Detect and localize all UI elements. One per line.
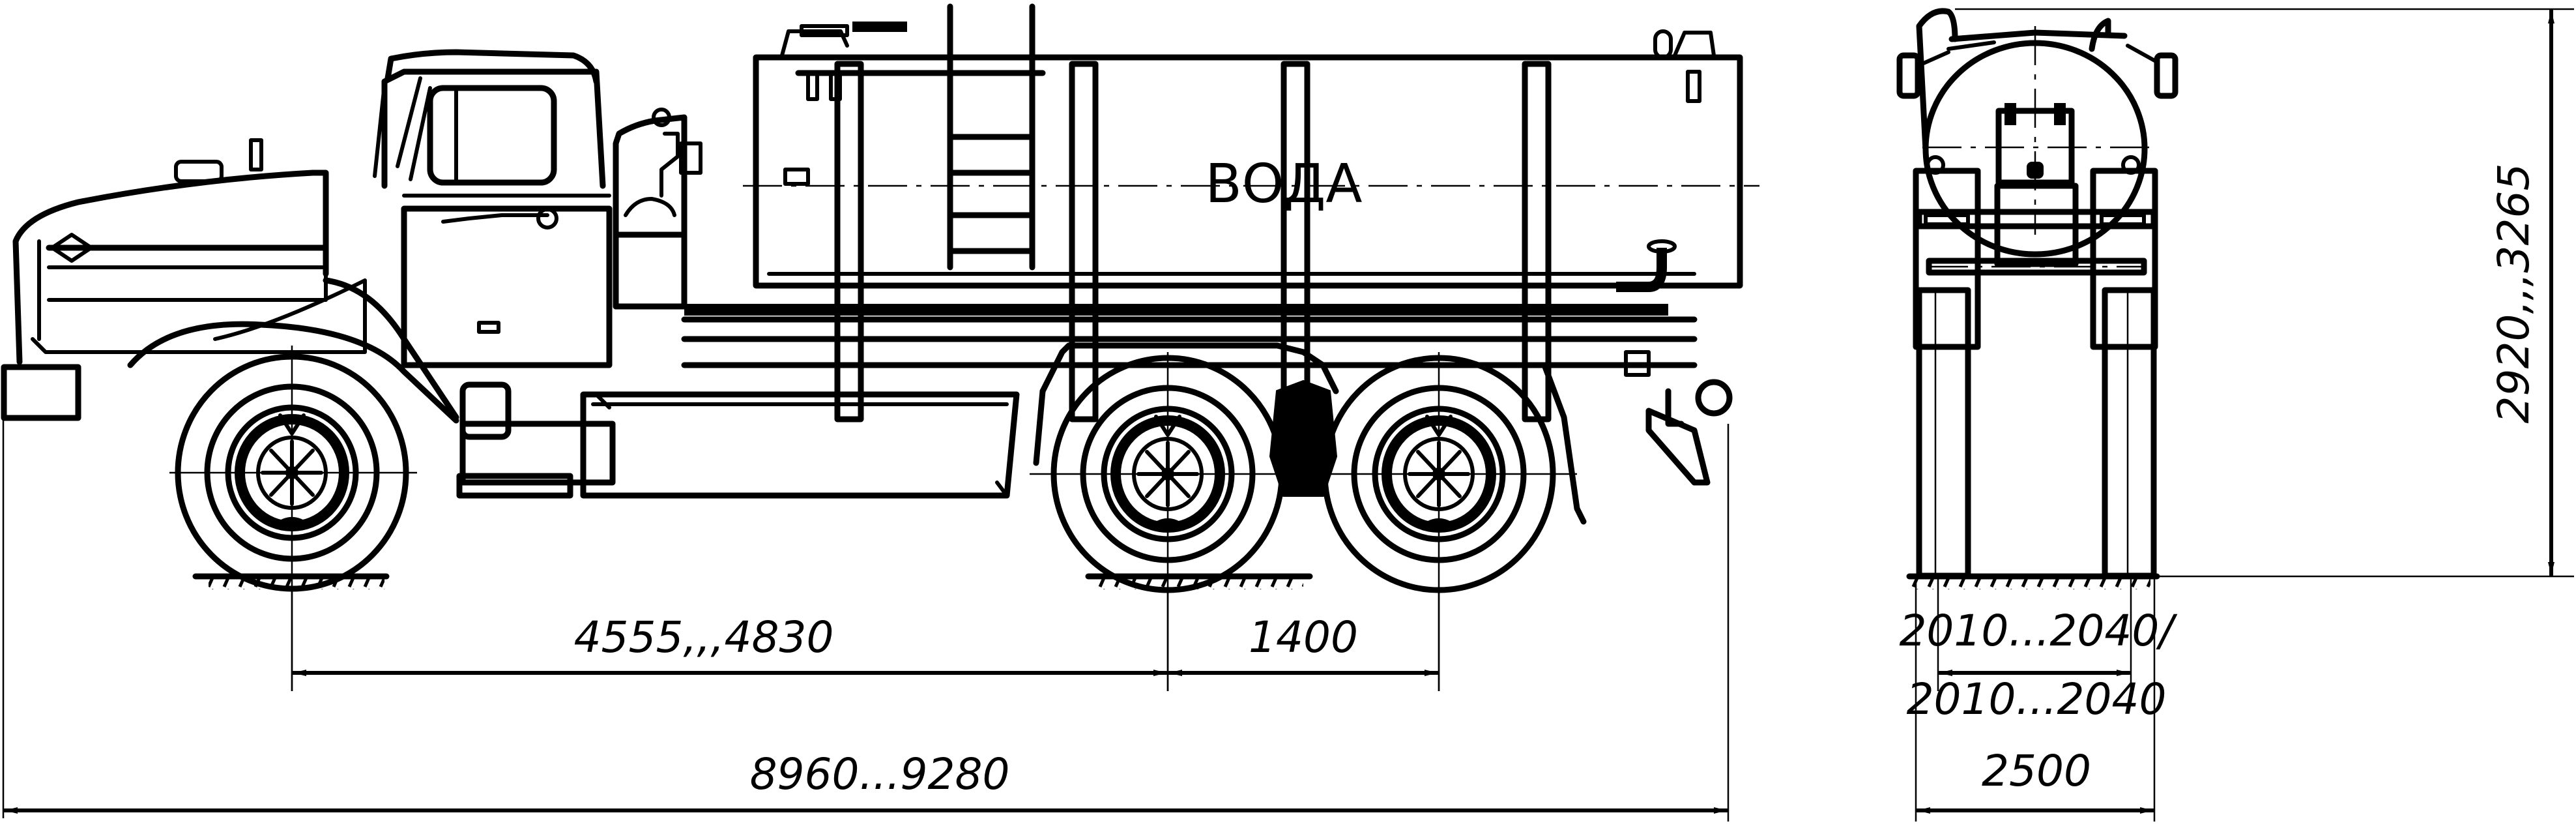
tank-ladder	[947, 3, 1035, 271]
tandem-suspension	[1269, 379, 1338, 497]
pump-equipment	[613, 108, 702, 310]
cab-door	[401, 205, 613, 368]
dim-track-rear: 2010...2040	[1907, 674, 2167, 724]
mirror-right	[2154, 52, 2178, 99]
hood	[12, 170, 329, 365]
cab-step	[456, 473, 573, 499]
dim-overall-height: 2920,,,3265	[2489, 164, 2539, 424]
water-tank: ВОДА	[743, 54, 1759, 289]
cab-window	[427, 85, 557, 186]
rear-view	[1896, 8, 2178, 589]
grille-emblem	[50, 233, 93, 263]
side-view: ВОДА	[1, 3, 1759, 818]
outlet-pipe	[1616, 248, 1667, 292]
dim-overall-length: 8960...9280	[750, 749, 1010, 799]
rear-tire-right	[2102, 287, 2157, 579]
dim-track-front: 2010...2040/	[1899, 606, 2178, 656]
front-fender	[127, 321, 459, 424]
mirror-left	[1896, 52, 1921, 99]
side-dimensions: 4555,,,4830 1400 8960...9280	[3, 424, 1729, 822]
mudflap	[1541, 362, 1587, 525]
dim-tandem-spacing: 1400	[1249, 612, 1358, 662]
rear-fender	[1039, 342, 1339, 394]
top-fittings	[780, 22, 1716, 186]
rear-dimensions: 2010...2040/ 2010...2040 2500 2920,,,326…	[1899, 8, 2574, 822]
front-bumper	[1, 364, 81, 421]
fuel-tank	[459, 381, 512, 440]
rear-hatch	[1995, 108, 2075, 186]
side-guard	[580, 391, 1020, 499]
dim-wheelbase-front: 4555,,,4830	[574, 612, 834, 662]
rear-tire-left	[1916, 287, 1971, 579]
tank-straps	[834, 61, 1552, 422]
rear-hitch	[1624, 350, 1733, 486]
dim-overall-width: 2500	[1982, 746, 2091, 796]
handrail	[1916, 8, 1958, 153]
cab	[373, 49, 613, 368]
rear-light-bar	[1916, 209, 2157, 230]
vent-pipe	[2089, 18, 2111, 52]
